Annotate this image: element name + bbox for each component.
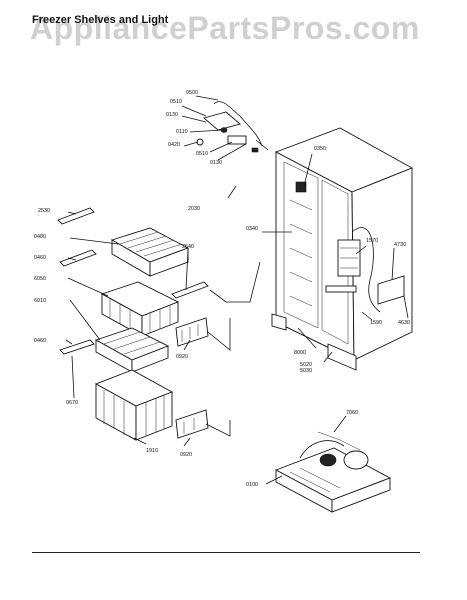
part-labels: 0500 0510 0130 0110 0420 0510 0130 2030 … — [34, 90, 410, 488]
part-label-0130a: 0130 — [166, 112, 178, 118]
part-label-1570: 1570 — [366, 238, 378, 244]
part-label-0350: 0350 — [314, 146, 326, 152]
part-label-4730: 4730 — [394, 242, 406, 248]
leader-lines — [65, 95, 409, 485]
part-label-2530: 2530 — [38, 208, 50, 214]
part-label-0460a: 0460 — [34, 255, 46, 261]
machine-compartment-drawing — [274, 431, 392, 513]
part-label-0510b: 0510 — [196, 151, 208, 157]
part-label-0110: 0110 — [176, 129, 188, 135]
part-label-0460b: 0460 — [34, 338, 46, 344]
part-label-0500: 0500 — [186, 90, 198, 96]
part-label-6010: 6010 — [34, 298, 46, 304]
part-label-0340: 0340 — [246, 226, 258, 232]
diagram-title: Freezer Shelves and Light — [32, 14, 169, 26]
part-label-0100: 0100 — [246, 482, 258, 488]
part-label-0510a: 0510 — [170, 99, 182, 105]
part-label-0920a: 0920 — [176, 354, 188, 360]
part-label-0130b: 0130 — [210, 160, 222, 166]
watermark-logo: AppliancePartsPros.com — [30, 10, 420, 46]
part-label-0920b: 0920 — [180, 452, 192, 458]
part-label-0670: 0670 — [66, 400, 78, 406]
part-label-2540: 2540 — [182, 244, 194, 250]
part-label-4630: 4630 — [398, 320, 410, 326]
part-label-6050: 6050 — [34, 276, 46, 282]
part-label-0480: 0480 — [34, 234, 46, 240]
bottom-divider — [32, 552, 420, 553]
part-label-2030: 2030 — [188, 206, 200, 212]
light-assembly-drawing — [196, 101, 269, 151]
shelves-drawing — [57, 207, 209, 441]
part-label-5030: 5030 — [300, 368, 312, 374]
part-label-1910: 1910 — [146, 448, 158, 454]
cabinet-drawing — [251, 127, 414, 371]
part-label-7060: 7060 — [346, 410, 358, 416]
part-label-1590: 1590 — [370, 320, 382, 326]
part-label-5020: 5020 — [300, 362, 312, 368]
part-label-8000: 8000 — [294, 350, 306, 356]
part-label-0420: 0420 — [168, 142, 180, 148]
